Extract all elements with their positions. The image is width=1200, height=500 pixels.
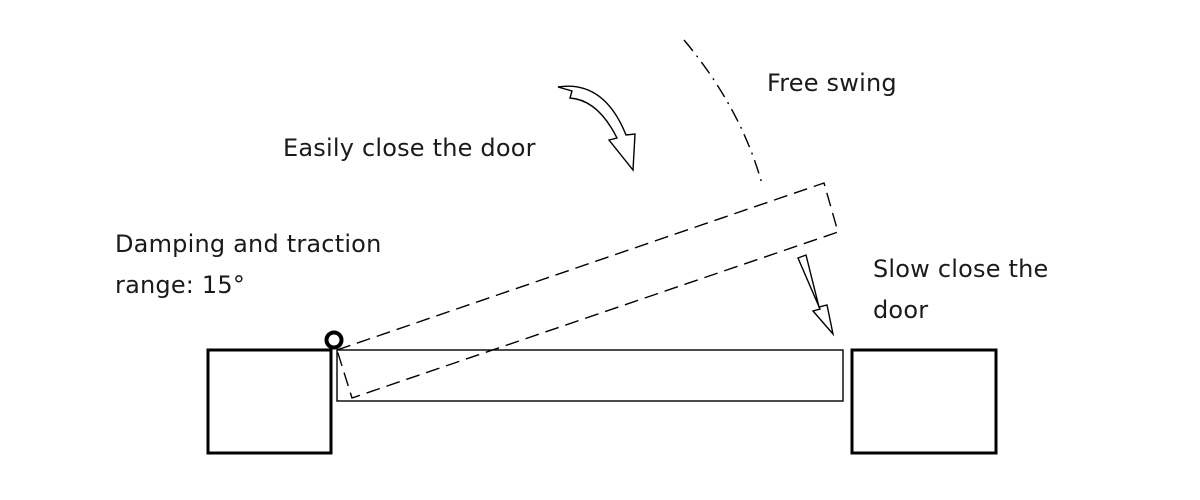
free-swing-text: Free swing bbox=[767, 69, 897, 97]
right-wall-block bbox=[850, 348, 998, 455]
left-wall-block bbox=[206, 348, 333, 455]
free-swing-arc bbox=[683, 39, 763, 185]
curved-close-arrow-icon bbox=[557, 85, 636, 172]
damping-range-line1: Damping and traction bbox=[115, 230, 382, 258]
slow-close-line2: door bbox=[873, 296, 929, 324]
slow-close-arrow-icon bbox=[797, 254, 835, 337]
free-swing-label: Free swing bbox=[767, 63, 897, 104]
slow-close-line1: Slow close the bbox=[873, 255, 1049, 283]
easily-close-text: Easily close the door bbox=[283, 134, 536, 162]
hinge-pivot-icon bbox=[324, 330, 344, 350]
slow-close-label: Slow close the door bbox=[873, 249, 1048, 331]
closed-door-panel bbox=[336, 349, 844, 402]
open-door-panel-dashed bbox=[336, 182, 839, 399]
easily-close-label: Easily close the door bbox=[283, 128, 536, 169]
damping-range-label: Damping and traction range: 15° bbox=[115, 224, 381, 306]
damping-range-line2: range: 15° bbox=[115, 271, 246, 299]
